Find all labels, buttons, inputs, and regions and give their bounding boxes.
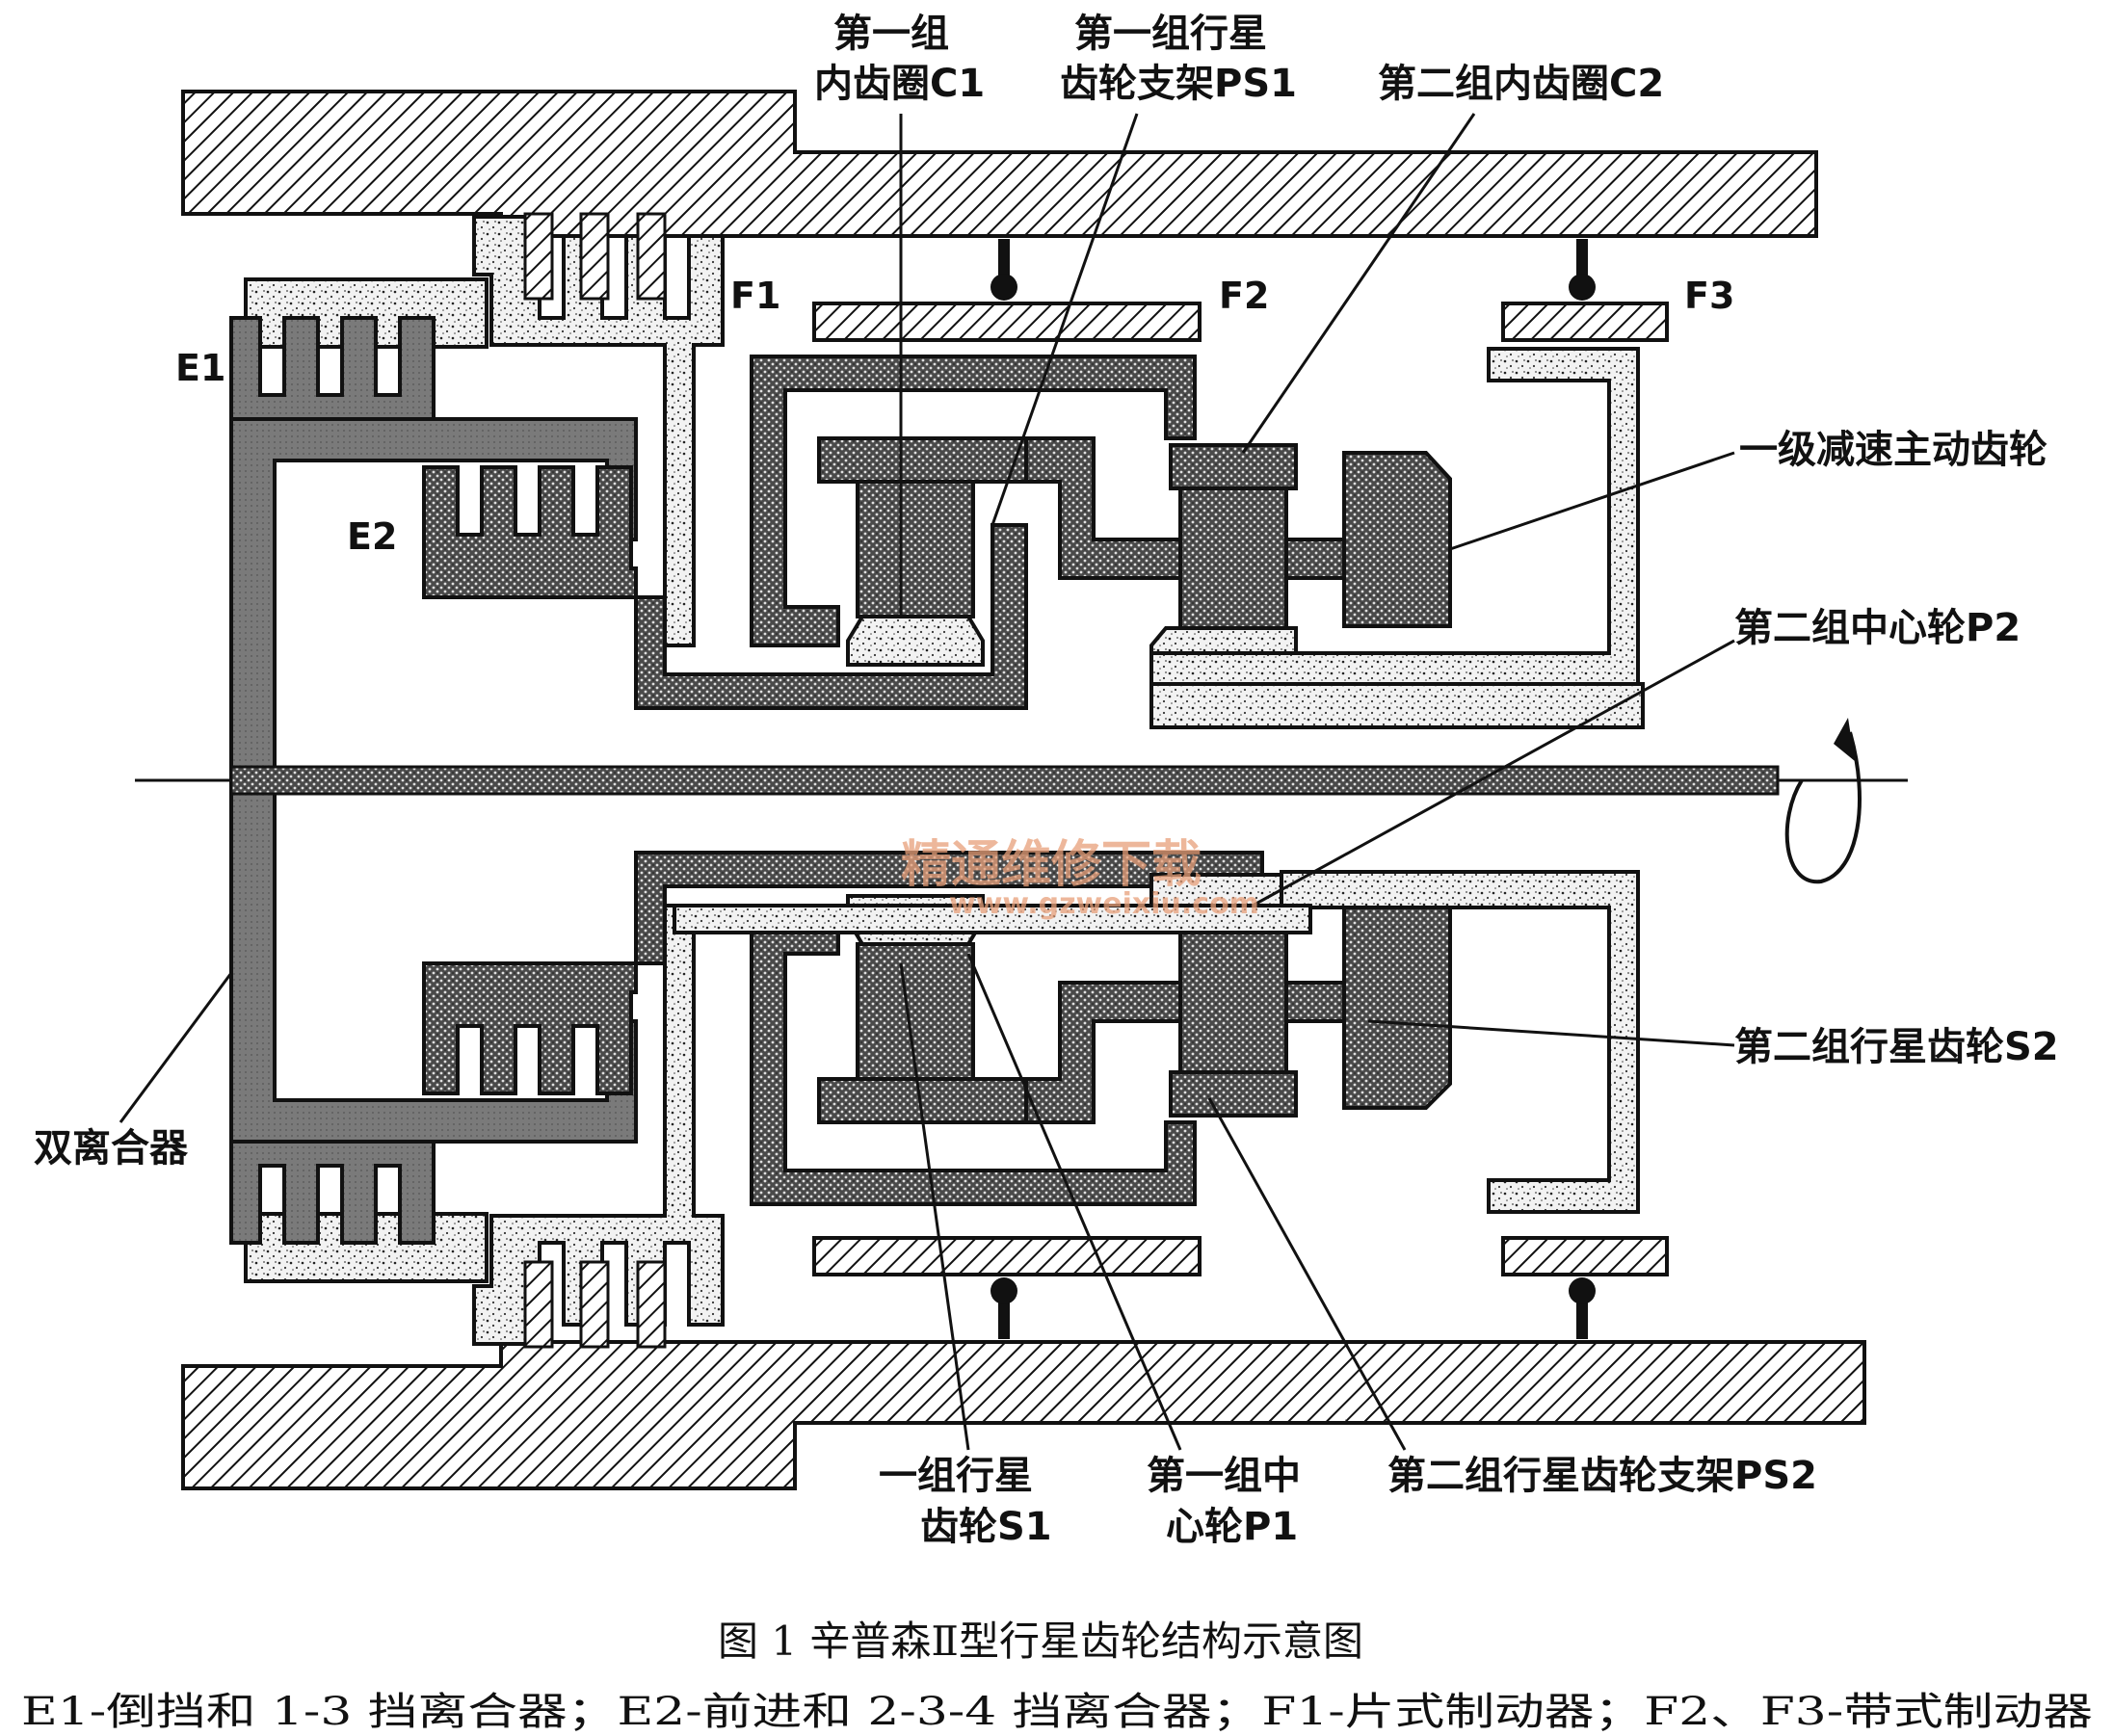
rotation-arrow-icon: [1784, 718, 1862, 884]
label-s1-line2: 齿轮S1: [920, 1505, 1052, 1549]
band-brake-f2-bottom: [812, 1236, 1202, 1339]
label-reduction-gear: 一级减速主动齿轮: [1739, 428, 2047, 472]
label-c1-line1: 第一组: [833, 12, 949, 56]
dual-clutch-drum: [229, 417, 638, 1144]
ring-gear-c1-top: [750, 355, 1197, 647]
label-s1-line1: 一组行星: [879, 1454, 1033, 1498]
carrier-ps1-top: [1024, 436, 1182, 580]
label-dual-clutch: 双离合器: [34, 1126, 189, 1170]
label-c2: 第二组内齿圈C2: [1378, 62, 1664, 106]
housing-bottom: [181, 1340, 1866, 1490]
drum-f3-bottom: [1280, 870, 1640, 1214]
reduction-drive-gear-bottom: [1342, 904, 1452, 1110]
planet-gear-s2-top: [1149, 443, 1346, 688]
label-c1-line2: 内齿圈C1: [814, 62, 985, 106]
label-f3: F3: [1684, 275, 1734, 317]
watermark-url: www.gzweixiu.com: [949, 887, 1259, 921]
watermark-text: 精通维修下载: [901, 836, 1202, 894]
leader-lines: [119, 113, 1735, 1451]
label-ps1-line1: 第一组行星: [1074, 12, 1267, 56]
planet-gear-s1-top: [817, 436, 1028, 667]
label-p1-line2: 心轮P1: [1166, 1505, 1298, 1549]
reduction-drive-gear-top: [1342, 451, 1452, 628]
label-ps1-line2: 齿轮支架PS1: [1060, 62, 1297, 106]
brake-f1-top: [472, 215, 725, 647]
carrier-ps1-bottom: [1024, 981, 1182, 1124]
label-p1-line1: 第一组中: [1147, 1454, 1301, 1498]
band-brake-f3-top: [1501, 239, 1669, 342]
clutch-e2-top: [422, 465, 1028, 710]
input-shaft: [135, 765, 1908, 796]
label-f1: F1: [730, 275, 780, 317]
clutch-e1-top: [229, 277, 489, 421]
band-brake-f3-bottom: [1501, 1236, 1669, 1339]
watermark: 精通维修下载 www.gzweixiu.com: [901, 836, 1259, 921]
sun-gear-p2-drum: [673, 904, 1312, 934]
label-e1: E1: [175, 347, 225, 389]
figure-caption: 图 1 辛普森Ⅱ型行星齿轮结构示意图 E1-倒挡和 1-3 挡离合器；E2-前进…: [21, 1618, 2093, 1734]
clutch-e1-bottom: [229, 1140, 489, 1283]
drum-f3-top: [1149, 347, 1645, 729]
band-brake-f2-top: [812, 239, 1202, 342]
caption-title: 图 1 辛普森Ⅱ型行星齿轮结构示意图: [718, 1618, 1363, 1665]
caption-legend: E1-倒挡和 1-3 挡离合器；E2-前进和 2-3-4 挡离合器；F1-片式制…: [21, 1690, 2093, 1734]
label-e2: E2: [347, 515, 397, 558]
labels: 第一组 内齿圈C1 第一组行星 齿轮支架PS1 第二组内齿圈C2 F1 F2 F…: [34, 12, 2059, 1549]
brake-f1-housing-teeth: [523, 212, 667, 1349]
brake-f1-bottom: [472, 904, 725, 1346]
label-ps2: 第二组行星齿轮支架PS2: [1387, 1454, 1817, 1498]
label-p2: 第二组中心轮P2: [1734, 606, 2021, 650]
label-f2: F2: [1219, 275, 1269, 317]
housing-top: [181, 90, 1818, 238]
label-s2: 第二组行星齿轮S2: [1734, 1025, 2059, 1069]
